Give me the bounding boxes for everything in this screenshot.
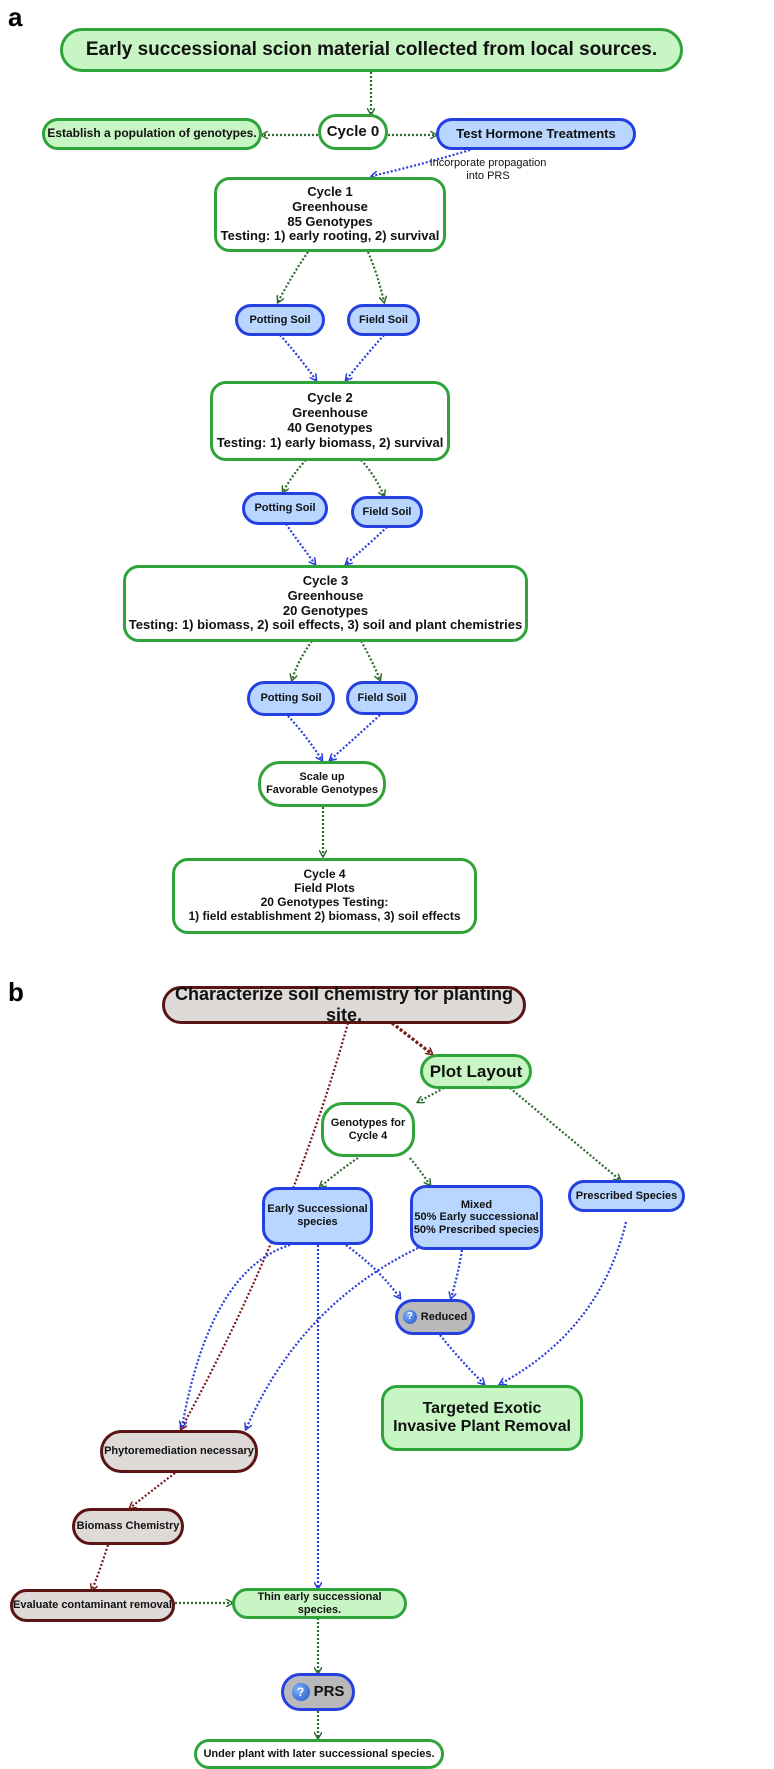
reduced-label: Reduced: [420, 1310, 468, 1323]
cycle2-field-soil: Field Soil: [351, 496, 423, 528]
edge-potting1-cycle2: [279, 334, 316, 380]
help-icon: ?: [291, 1683, 310, 1701]
cycle3-node: Cycle 3 Greenhouse 20 Genotypes Testing:…: [123, 565, 528, 642]
prescribed-species-node: Prescribed Species: [568, 1180, 685, 1212]
hormone-node: Test Hormone Treatments: [436, 118, 636, 150]
edge-field2-cycle3: [346, 526, 388, 564]
plot-layout-node: Plot Layout: [420, 1054, 532, 1089]
cycle3-potting-soil: Potting Soil: [247, 681, 335, 716]
early-successional-species-node: Early Successional species: [262, 1187, 373, 1245]
cycle3-field-soil: Field Soil: [346, 681, 418, 715]
cycle1-field-soil: Field Soil: [347, 304, 420, 336]
edge-early-reduced: [345, 1244, 400, 1298]
cycle4-node: Cycle 4 Field Plots 20 Genotypes Testing…: [172, 858, 477, 934]
evaluate-contaminant-removal-node: Evaluate contaminant removal: [10, 1589, 175, 1622]
help-icon: ?: [402, 1310, 417, 1324]
incorporate-propagation-note: Incorporate propagation into PRS: [429, 157, 547, 183]
edge-mixed-reduced: [451, 1249, 464, 1298]
phytoremediation-node: Phytoremediation necessary: [100, 1430, 258, 1473]
edge-potting3-scale: [287, 715, 322, 760]
under-plant-node: Under plant with later successional spec…: [194, 1739, 444, 1769]
cycle1-potting-soil: Potting Soil: [235, 304, 325, 336]
genotypes-cycle4-node: Genotypes for Cycle 4: [321, 1102, 415, 1157]
edge-reduced-targeted: [439, 1334, 484, 1384]
prs-node: ? PRS: [281, 1673, 355, 1711]
edge-char-plot: [391, 1021, 432, 1054]
cycle1-node: Cycle 1 Greenhouse 85 Genotypes Testing:…: [214, 177, 446, 252]
edge-genotypes-early: [320, 1157, 359, 1187]
collect-node: Early successional scion material collec…: [60, 28, 683, 72]
edge-c2-potting: [283, 459, 307, 492]
edge-c3-potting: [292, 640, 313, 680]
edge-genotypes-mixed: [409, 1157, 430, 1185]
edge-field1-cycle2: [346, 334, 385, 380]
cycle2-node: Cycle 2 Greenhouse 40 Genotypes Testing:…: [210, 381, 450, 461]
targeted-exotic-removal-node: Targeted Exotic Invasive Plant Removal: [381, 1385, 583, 1451]
mixed-node: Mixed 50% Early successional 50% Prescri…: [410, 1185, 543, 1250]
edge-biomass-evaluate: [92, 1544, 110, 1590]
edge-c2-field: [360, 459, 384, 496]
panel-b-label: b: [8, 977, 24, 1007]
edge-plot-genotypes: [418, 1087, 445, 1102]
edge-early-phyto: [182, 1243, 291, 1427]
characterize-soil-node: Characterize soil chemistry for planting…: [162, 984, 526, 1025]
reduced-node: ? Reduced: [395, 1299, 475, 1335]
edge-c1-potting: [278, 251, 309, 302]
edge-c3-field: [360, 640, 380, 680]
cycle2-potting-soil: Potting Soil: [242, 492, 328, 525]
panel-a-label: a: [8, 2, 23, 32]
establish-node: Establish a population of genotypes.: [42, 118, 262, 150]
edge-phyto-biomass: [130, 1472, 176, 1508]
edge-potting2-cycle3: [285, 523, 315, 564]
edge-plot-prescribed: [509, 1087, 620, 1180]
biomass-chemistry-node: Biomass Chemistry: [72, 1508, 184, 1545]
prs-label: PRS: [313, 1683, 345, 1701]
thin-early-successional-node: Thin early successional species.: [232, 1588, 407, 1619]
edge-field3-scale: [330, 714, 381, 760]
edge-c1-field: [366, 251, 384, 302]
scale-up-node: Scale up Favorable Genotypes: [258, 761, 386, 807]
cycle0-node: Cycle 0: [318, 114, 388, 150]
